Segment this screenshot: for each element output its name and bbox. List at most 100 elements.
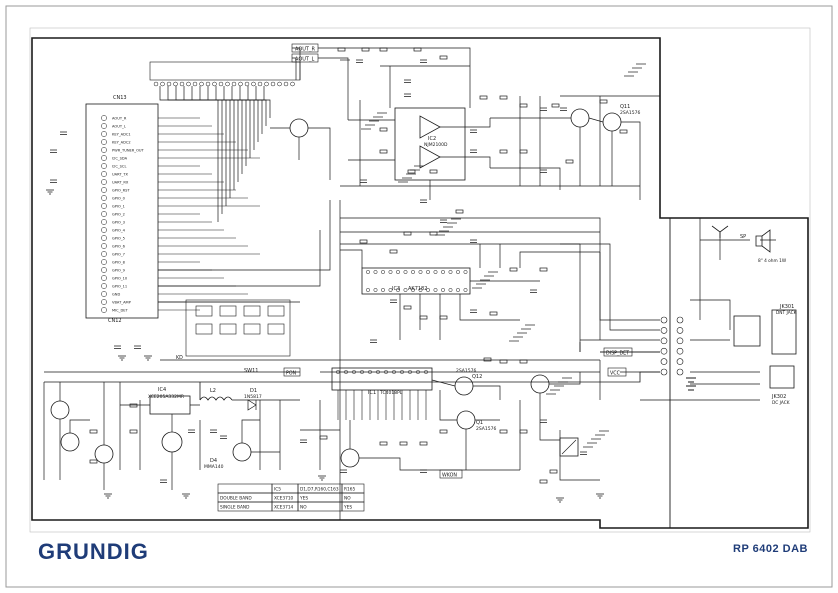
ic2-part: NJM2100D xyxy=(424,142,448,148)
resistor xyxy=(319,435,328,440)
ground-symbol xyxy=(118,355,126,361)
header-pin xyxy=(199,81,204,87)
q-left-a-transistor xyxy=(50,400,70,420)
cn13-pin-list: AOUT_RAOUT_LKEY_ADC1KEY_ADC2PWR_TUNER_OU… xyxy=(101,115,260,313)
header-pin xyxy=(186,81,191,87)
resistor xyxy=(419,315,428,320)
cn13-pin-label: GPIO_RST xyxy=(112,189,130,193)
ic1-box xyxy=(331,367,433,391)
cn13-pin-label: GPIO_4 xyxy=(112,229,126,233)
resistor xyxy=(549,469,558,474)
d1-diode xyxy=(247,399,257,411)
bus-wire xyxy=(217,86,265,222)
ic2-wiring xyxy=(340,65,500,200)
ground-symbol xyxy=(144,355,152,361)
ic3-pin xyxy=(463,270,468,274)
terminal xyxy=(660,358,668,365)
bus-wire xyxy=(158,200,331,303)
bus-wire xyxy=(231,86,235,190)
header-pin xyxy=(283,81,289,87)
cn13-pin xyxy=(101,283,107,289)
jk302-symbol xyxy=(769,365,795,389)
resistor xyxy=(359,239,368,244)
pon-flag xyxy=(283,367,301,377)
schematic-border xyxy=(31,37,809,529)
ic2-opamp-b xyxy=(419,145,441,169)
sw11-label: SW11 xyxy=(244,368,258,374)
header-pin xyxy=(192,81,198,87)
jk301-symbol xyxy=(733,315,761,347)
terminal xyxy=(676,337,684,345)
resistor xyxy=(619,129,628,134)
sp-desc: 8" 4 ohm 1W xyxy=(758,258,787,264)
resistor xyxy=(379,127,388,132)
resistor xyxy=(429,169,438,174)
switch-element xyxy=(267,305,285,317)
d4-part: MMA140 xyxy=(204,464,224,470)
capacitor xyxy=(134,345,141,349)
capacitor xyxy=(390,299,397,303)
resistor xyxy=(479,95,488,100)
cn13-pin-label: GPIO_9 xyxy=(112,269,126,273)
resistor xyxy=(419,441,428,446)
ic1-pin xyxy=(376,370,380,374)
ic1-pin xyxy=(408,370,412,374)
header-pin xyxy=(251,81,256,87)
q-lower-transistor xyxy=(232,442,252,462)
cn13-pin-label: GPIO_3 xyxy=(112,221,125,225)
cn13-pin-label: GPIO_2 xyxy=(112,213,125,217)
aout-wires xyxy=(292,47,471,120)
cn13-pin xyxy=(101,299,107,305)
ic1-pin xyxy=(360,370,364,374)
l2-label: L2 xyxy=(210,388,216,394)
ic3-pin xyxy=(426,288,430,292)
terminal xyxy=(676,316,684,324)
capacitor xyxy=(188,429,195,433)
capacitor xyxy=(540,107,547,111)
ic1-pin xyxy=(336,370,340,374)
switch-element xyxy=(267,323,285,335)
resistor xyxy=(539,479,548,484)
resistor xyxy=(129,403,138,408)
cn13-pin xyxy=(101,275,107,281)
cn13-pin-label: GPIO_5 xyxy=(112,237,125,241)
table-cell-text: XCE3714 xyxy=(274,504,294,510)
right-connector-panel xyxy=(669,217,809,529)
bus-wire xyxy=(175,86,263,134)
ic3-pin xyxy=(441,270,445,274)
pon-label: PON xyxy=(286,371,297,377)
bus-wire xyxy=(167,86,267,126)
resistor xyxy=(379,441,388,446)
right-amp-wiring xyxy=(490,95,660,200)
resistor xyxy=(403,231,412,236)
resistor xyxy=(407,169,416,174)
ic3-pin xyxy=(366,270,370,274)
capacitor xyxy=(360,179,367,183)
ic1-pin xyxy=(400,370,404,374)
cn13-pin-label: GPIO_11 xyxy=(112,285,127,289)
ic2-opamp-a xyxy=(419,115,441,139)
switch-block xyxy=(185,299,291,357)
table-cell-text: DOUBLE BAND xyxy=(220,495,252,501)
ic3-pin xyxy=(411,270,415,274)
table-cell-text: YES xyxy=(299,495,308,501)
cn13-pin xyxy=(101,115,107,121)
aout-r-label: AOUT_R xyxy=(295,47,315,53)
cn13-pin-label: GPIO_6 xyxy=(112,245,126,249)
cn13-pin xyxy=(101,187,107,193)
sheet-inner-frame xyxy=(29,27,811,533)
resistor xyxy=(499,95,508,100)
resistor xyxy=(483,357,492,362)
relay-coil xyxy=(561,439,577,455)
ground-symbol xyxy=(46,189,54,195)
cn12-label: CN12 xyxy=(108,318,122,324)
sp-label: SP xyxy=(740,234,746,240)
table-cell-text: D1,D7,R160,C163 xyxy=(300,486,339,492)
ic3-pin xyxy=(388,270,393,274)
bus-wire xyxy=(199,86,251,158)
switch-element xyxy=(195,323,213,335)
cn13-pin xyxy=(101,195,107,201)
ic1-pin xyxy=(424,370,428,374)
cn13-pin xyxy=(101,179,107,185)
